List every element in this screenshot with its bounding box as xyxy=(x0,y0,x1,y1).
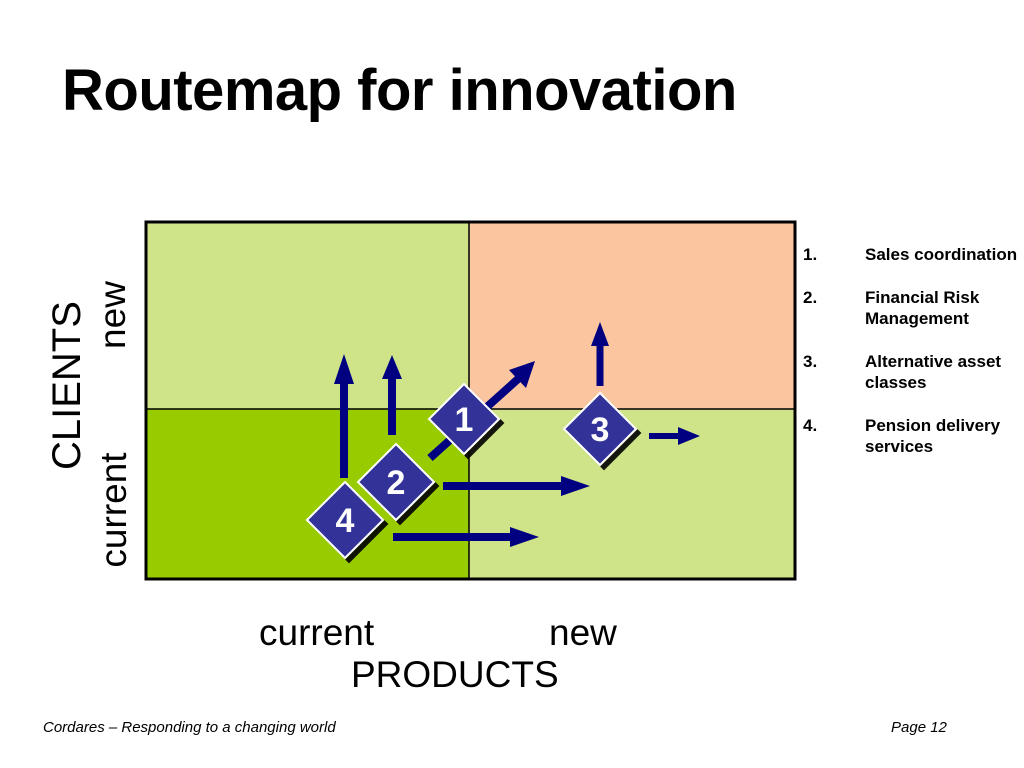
legend-number: 4. xyxy=(803,416,818,435)
marker-1: 1 xyxy=(427,382,501,456)
quadrant-new-products-current-clients xyxy=(469,409,795,579)
arrow-4-right-head xyxy=(510,527,539,547)
marker-3-label: 3 xyxy=(591,411,610,449)
arrow-3-up-head xyxy=(591,322,609,346)
route-arrows xyxy=(334,322,700,547)
y-axis-label-new: new xyxy=(92,281,133,349)
arrow-2-right-head xyxy=(561,476,590,496)
legend-number: 2. xyxy=(803,288,818,307)
legend-text: Financial Risk Management xyxy=(865,288,980,328)
x-axis-label-current: current xyxy=(259,612,375,653)
page-number: Page 12 xyxy=(891,719,947,736)
x-axis-label-new: new xyxy=(549,612,617,653)
marker-4-label: 4 xyxy=(336,502,355,540)
x-axis-title: PRODUCTS xyxy=(351,654,559,695)
arrow-2-up-head xyxy=(382,355,402,379)
legend-item: 1. Sales coordination xyxy=(803,244,1018,265)
arrow-4-up-head xyxy=(334,354,354,384)
marker-4: 4 xyxy=(305,480,385,560)
marker-1-label: 1 xyxy=(455,401,474,439)
legend-number: 3. xyxy=(803,352,818,371)
slide-title: Routemap for innovation xyxy=(62,58,737,123)
y-axis-label-current: current xyxy=(93,452,134,568)
quadrant-current-products-new-clients xyxy=(146,222,469,409)
matrix-border xyxy=(144,220,797,581)
marker-2-label: 2 xyxy=(387,464,406,502)
legend-text: Sales coordination xyxy=(865,245,1018,264)
arrow-3-right-head xyxy=(678,427,700,445)
legend-text: Pension delivery services xyxy=(865,416,1001,456)
marker-2: 2 xyxy=(356,442,436,522)
legend-item: 4. Pension delivery services xyxy=(803,415,1018,457)
legend-list: 1. Sales coordination 2. Financial Risk … xyxy=(803,244,1018,479)
legend-item: 3. Alternative asset classes xyxy=(803,351,1018,393)
legend-text: Alternative asset classes xyxy=(865,352,1002,392)
arrow-1-diagonal-head xyxy=(509,361,535,388)
marker-3: 3 xyxy=(562,391,638,467)
footer-caption: Cordares – Responding to a changing worl… xyxy=(43,719,336,736)
legend-item: 2. Financial Risk Management xyxy=(803,287,1018,329)
y-axis-title: CLIENTS xyxy=(45,301,89,470)
legend-number: 1. xyxy=(803,245,818,264)
